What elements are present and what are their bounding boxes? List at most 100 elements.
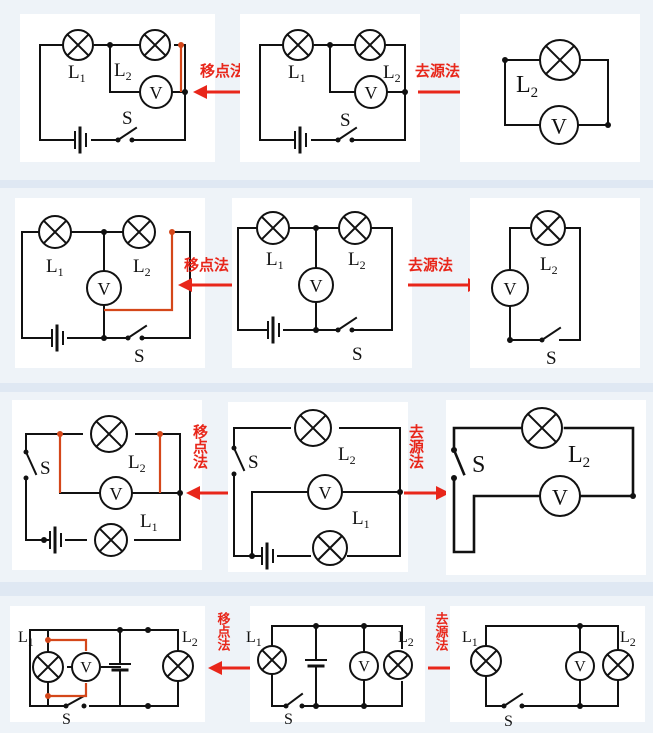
arrow-move-point: 移点法: [193, 62, 252, 99]
svg-text:V: V: [574, 659, 586, 676]
label-s: S: [248, 452, 259, 473]
label-l1: L1: [288, 62, 306, 85]
voltmeter-icon: V: [99, 476, 133, 510]
label-move-point: 移点法: [200, 62, 245, 80]
label-l1: L1: [462, 629, 478, 649]
label-remove-source: 去源法: [407, 423, 425, 470]
label-s: S: [134, 346, 145, 367]
lamp-icon: [354, 29, 386, 61]
lamp-icon: [602, 649, 634, 681]
svg-text:V: V: [358, 659, 370, 676]
label-move-point: 移点法: [191, 423, 209, 470]
label-s: S: [546, 348, 557, 369]
voltmeter-icon: V: [139, 75, 173, 109]
svg-text:V: V: [365, 83, 378, 103]
row2-right-circuit: V L2 S: [470, 198, 640, 369]
lamp-icon: [38, 215, 72, 249]
label-l1: L1: [18, 629, 34, 649]
lamp-icon: [383, 650, 413, 680]
label-s: S: [122, 108, 133, 129]
label-l2: L2: [133, 256, 151, 279]
label-remove-source: 去源法: [415, 62, 460, 80]
lamp-icon: [139, 29, 171, 61]
row3-middle-circuit: V L2 L1 S: [228, 402, 408, 572]
lamp-icon: [282, 29, 314, 61]
row2-left-circuit: V L1 L2 S: [15, 198, 205, 368]
label-l2: L2: [338, 444, 356, 467]
label-l2: L2: [516, 72, 538, 101]
lamp-icon: [90, 415, 128, 453]
row-4: V L1 L2 S 移点法: [10, 606, 645, 730]
lamp-icon: [312, 530, 348, 566]
label-s: S: [340, 110, 351, 131]
svg-text:V: V: [150, 83, 163, 103]
lamp-icon: [256, 211, 290, 245]
label-l2: L2: [348, 249, 366, 272]
row2-middle-circuit: V L1 L2 S: [232, 198, 412, 368]
lamp-icon: [257, 645, 287, 675]
svg-text:V: V: [319, 483, 332, 503]
label-l1: L1: [266, 249, 284, 272]
row1-left-circuit: V L1 L2 S: [20, 14, 215, 162]
label-s: S: [284, 711, 293, 728]
row1-right-circuit: V L2: [460, 14, 640, 162]
row4-left-circuit: V L1 L2 S: [10, 606, 205, 728]
label-l2: L2: [128, 452, 146, 475]
label-l1: L1: [352, 508, 370, 531]
row-1: V L1 L2 S 移点法: [20, 14, 640, 162]
lamp-icon: [539, 39, 581, 81]
lamp-icon: [62, 29, 94, 61]
svg-text:V: V: [80, 660, 92, 677]
svg-text:V: V: [551, 114, 567, 139]
label-l2: L2: [540, 254, 558, 277]
svg-text:V: V: [98, 279, 111, 299]
lamp-icon: [94, 523, 128, 557]
label-move-point: 移点法: [184, 256, 229, 274]
label-l2: L2: [114, 60, 132, 83]
voltmeter-icon: V: [86, 270, 122, 306]
voltmeter-icon: V: [491, 269, 529, 307]
svg-text:V: V: [552, 485, 568, 510]
lamp-icon: [294, 409, 332, 447]
lamp-icon: [470, 645, 502, 677]
label-l1: L1: [68, 62, 86, 85]
row1-middle-circuit: V L1 L2 S: [240, 14, 420, 162]
label-s: S: [62, 711, 71, 728]
lamp-icon: [530, 210, 566, 246]
voltmeter-icon: V: [539, 475, 581, 517]
lamp-icon: [338, 211, 372, 245]
voltmeter-icon: V: [354, 75, 388, 109]
label-l1: L1: [46, 256, 64, 279]
arrow-remove-source: 去源法: [404, 423, 450, 500]
label-l1: L1: [246, 629, 262, 649]
row-3: V L2 L1 S 移点法: [12, 400, 646, 575]
label-l2: L2: [620, 629, 636, 649]
label-s: S: [472, 452, 485, 478]
svg-text:V: V: [310, 276, 323, 296]
voltmeter-icon: V: [565, 651, 595, 681]
label-l1: L1: [140, 511, 158, 534]
label-remove-source: 去源法: [433, 611, 449, 652]
voltmeter-icon: V: [349, 651, 379, 681]
voltmeter-icon: V: [71, 652, 101, 682]
label-s: S: [504, 713, 513, 730]
label-l2: L2: [398, 629, 414, 649]
label-s: S: [40, 458, 51, 479]
row4-right-circuit: V L1 L2 S: [450, 606, 645, 730]
label-l2: L2: [182, 629, 198, 649]
arrow-move-point: 移点法: [178, 256, 236, 292]
voltmeter-icon: V: [539, 105, 579, 145]
lamp-icon: [162, 650, 194, 682]
label-move-point: 移点法: [215, 611, 231, 652]
label-remove-source: 去源法: [408, 256, 453, 274]
row3-left-circuit: V L2 L1 S: [12, 400, 202, 570]
row3-right-circuit: V L2 S: [446, 400, 646, 575]
label-l2: L2: [568, 442, 590, 471]
voltmeter-icon: V: [307, 474, 343, 510]
svg-text:V: V: [110, 484, 123, 504]
label-s: S: [352, 344, 363, 365]
voltmeter-icon: V: [298, 267, 334, 303]
lamp-icon: [521, 407, 563, 449]
